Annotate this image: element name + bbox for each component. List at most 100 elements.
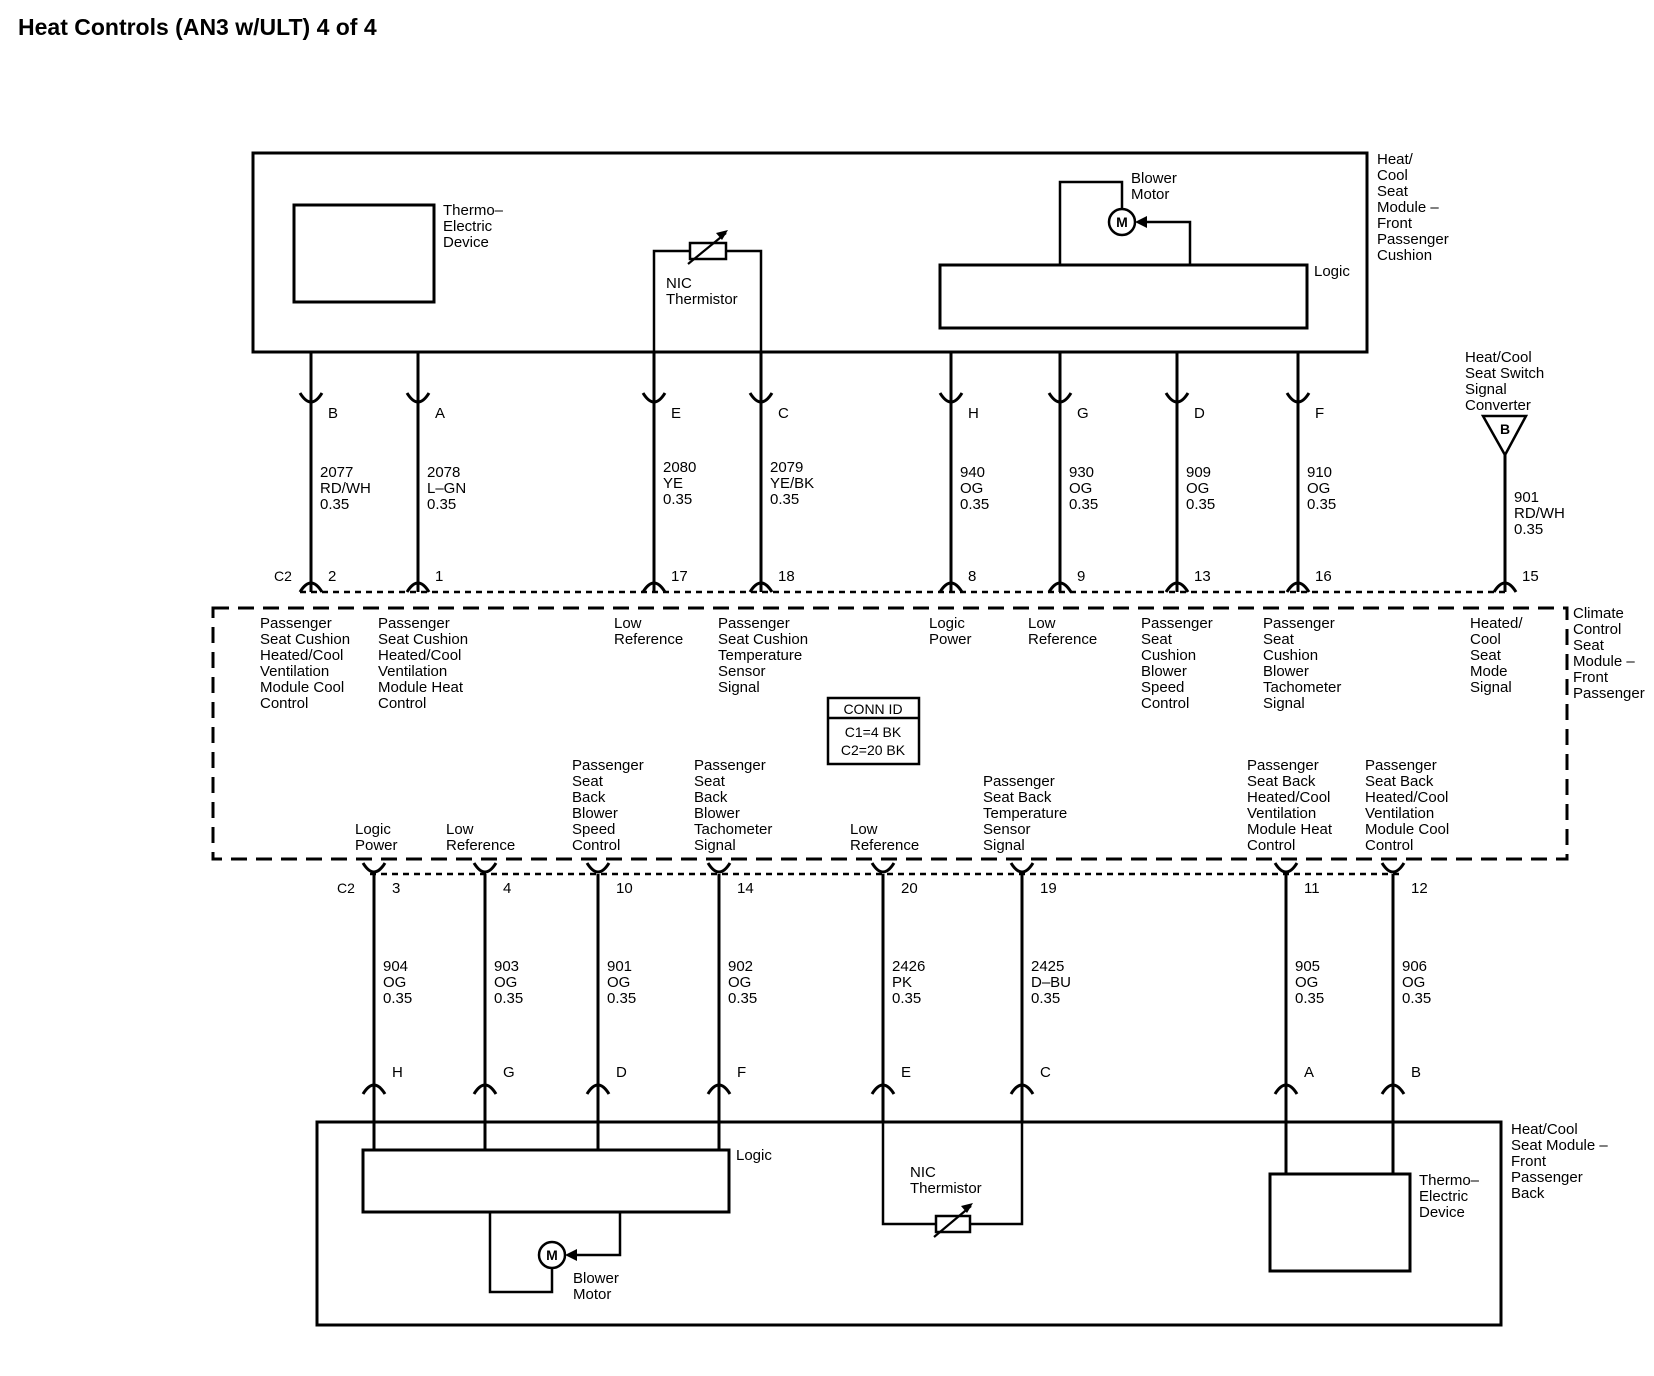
wire-spec-line: OG <box>1402 974 1425 991</box>
c2-terminal <box>405 581 431 593</box>
signal-label-line: Cushion <box>1141 647 1196 664</box>
back-thermo-electric-device <box>1268 1172 1412 1273</box>
front-module-label-line: Heat/ <box>1377 151 1414 168</box>
back-thermistor-label-line: Thermistor <box>910 1180 982 1197</box>
front-module-label-line: Cushion <box>1377 247 1432 264</box>
signal-label-line: Seat Back <box>983 789 1052 806</box>
top-pin-label: A <box>435 405 445 422</box>
signal-label-line: Blower <box>1141 663 1187 680</box>
wire-spec-line: D–BU <box>1031 974 1071 991</box>
bottom-circuit: 10D901OG0.35PassengerSeatBackBlowerSpeed… <box>572 757 644 1150</box>
signal-label-line: Back <box>694 789 728 806</box>
c2-terminal <box>870 862 896 874</box>
signal-label-line: Blower <box>694 805 740 822</box>
signal-label-line: Passenger <box>1247 757 1319 774</box>
signal-label-line: Signal <box>1470 679 1512 696</box>
bottom-pin-label: B <box>1411 1064 1421 1081</box>
wire-spec-line: 901 <box>1514 489 1539 506</box>
signal-label-line: Cool <box>1470 631 1501 648</box>
wire-spec-line: 0.35 <box>728 990 757 1007</box>
signal-label-line: Heated/Cool <box>1247 789 1330 806</box>
top-module-terminal <box>748 392 774 404</box>
c2-pin-label: 4 <box>503 880 511 897</box>
wire-spec-line: L–GN <box>427 480 466 497</box>
signal-label-line: Low <box>614 615 642 632</box>
c2-terminal <box>641 581 667 593</box>
climate-module-label-line: Climate <box>1573 605 1624 622</box>
signal-label-line: Low <box>850 821 878 838</box>
climate-module-label-line: Module – <box>1573 653 1635 670</box>
wire-spec-line: 0.35 <box>1031 990 1060 1007</box>
signal-label-line: Seat Cushion <box>718 631 808 648</box>
wire-spec-line: 0.35 <box>494 990 523 1007</box>
c2-pin-label: 19 <box>1040 880 1057 897</box>
front-blower-label-line: Motor <box>1131 186 1169 203</box>
signal-label-line: Seat Cushion <box>260 631 350 648</box>
bottom-module-terminal <box>472 1083 498 1095</box>
c2-bottom-label: C2 <box>337 880 355 896</box>
wire-spec-line: OG <box>728 974 751 991</box>
bottom-pin-label: H <box>392 1064 403 1081</box>
wire-spec-line: 0.35 <box>607 990 636 1007</box>
bottom-module-terminal <box>706 1083 732 1095</box>
wire-spec-line: 902 <box>728 958 753 975</box>
signal-label-line: Module Heat <box>1247 821 1333 838</box>
wire-spec-line: 2078 <box>427 464 460 481</box>
climate-module-label-line: Passenger <box>1573 685 1645 702</box>
signal-label-line: Passenger <box>983 773 1055 790</box>
c2-terminal <box>585 862 611 874</box>
signal-label-line: Heated/Cool <box>260 647 343 664</box>
front-module-label-line: Seat <box>1377 183 1409 200</box>
wire-spec-line: 0.35 <box>1402 990 1431 1007</box>
signal-label-line: Control <box>1141 695 1189 712</box>
top-module-terminal <box>405 392 431 404</box>
wire-spec-line: 901 <box>607 958 632 975</box>
wire-spec-line: 0.35 <box>960 496 989 513</box>
wire-spec-line: 930 <box>1069 464 1094 481</box>
wire-spec-line: OG <box>607 974 630 991</box>
signal-label-line: Passenger <box>260 615 332 632</box>
back-module-box <box>315 1120 1503 1327</box>
c2-terminal <box>1380 862 1406 874</box>
signal-label-line: Signal <box>718 679 760 696</box>
top-pin-label: H <box>968 405 979 422</box>
signal-label-line: Seat Back <box>1365 773 1434 790</box>
wire-spec-line: 0.35 <box>1069 496 1098 513</box>
c2-terminal <box>1285 581 1311 593</box>
bottom-module-terminal <box>361 1083 387 1095</box>
signal-label-line: Seat <box>572 773 604 790</box>
signal-label-line: Seat <box>1263 631 1295 648</box>
wire-spec-line: OG <box>1069 480 1092 497</box>
signal-label-line: Ventilation <box>1365 805 1434 822</box>
wire-spec-line: 0.35 <box>892 990 921 1007</box>
top-pin-label: G <box>1077 405 1089 422</box>
conn-id-line-1: C1=4 BK <box>845 724 902 740</box>
wire-spec-line: YE/BK <box>770 475 814 492</box>
front-cushion-module-box <box>251 151 1369 354</box>
wire-spec-line: YE <box>663 475 683 492</box>
front-motor-symbol: M <box>1116 214 1128 230</box>
signal-label-line: Control <box>378 695 426 712</box>
signal-label-line: Blower <box>1263 663 1309 680</box>
front-blower-label-line: Blower <box>1131 170 1177 187</box>
top-pin-label: F <box>1315 405 1324 422</box>
c2-pin-label: 20 <box>901 880 918 897</box>
front-thermistor-label-line: Thermistor <box>666 291 738 308</box>
front-module-label-line: Front <box>1377 215 1413 232</box>
conn-id-header: CONN ID <box>843 701 902 717</box>
signal-label-line: Signal <box>694 837 736 854</box>
wire-spec-line: 0.35 <box>1186 496 1215 513</box>
wire-spec-line: 904 <box>383 958 408 975</box>
signal-label-line: Ventilation <box>260 663 329 680</box>
bottom-module-terminal <box>870 1083 896 1095</box>
top-module-terminal <box>938 392 964 404</box>
front-thermo-electric-device <box>292 203 436 304</box>
